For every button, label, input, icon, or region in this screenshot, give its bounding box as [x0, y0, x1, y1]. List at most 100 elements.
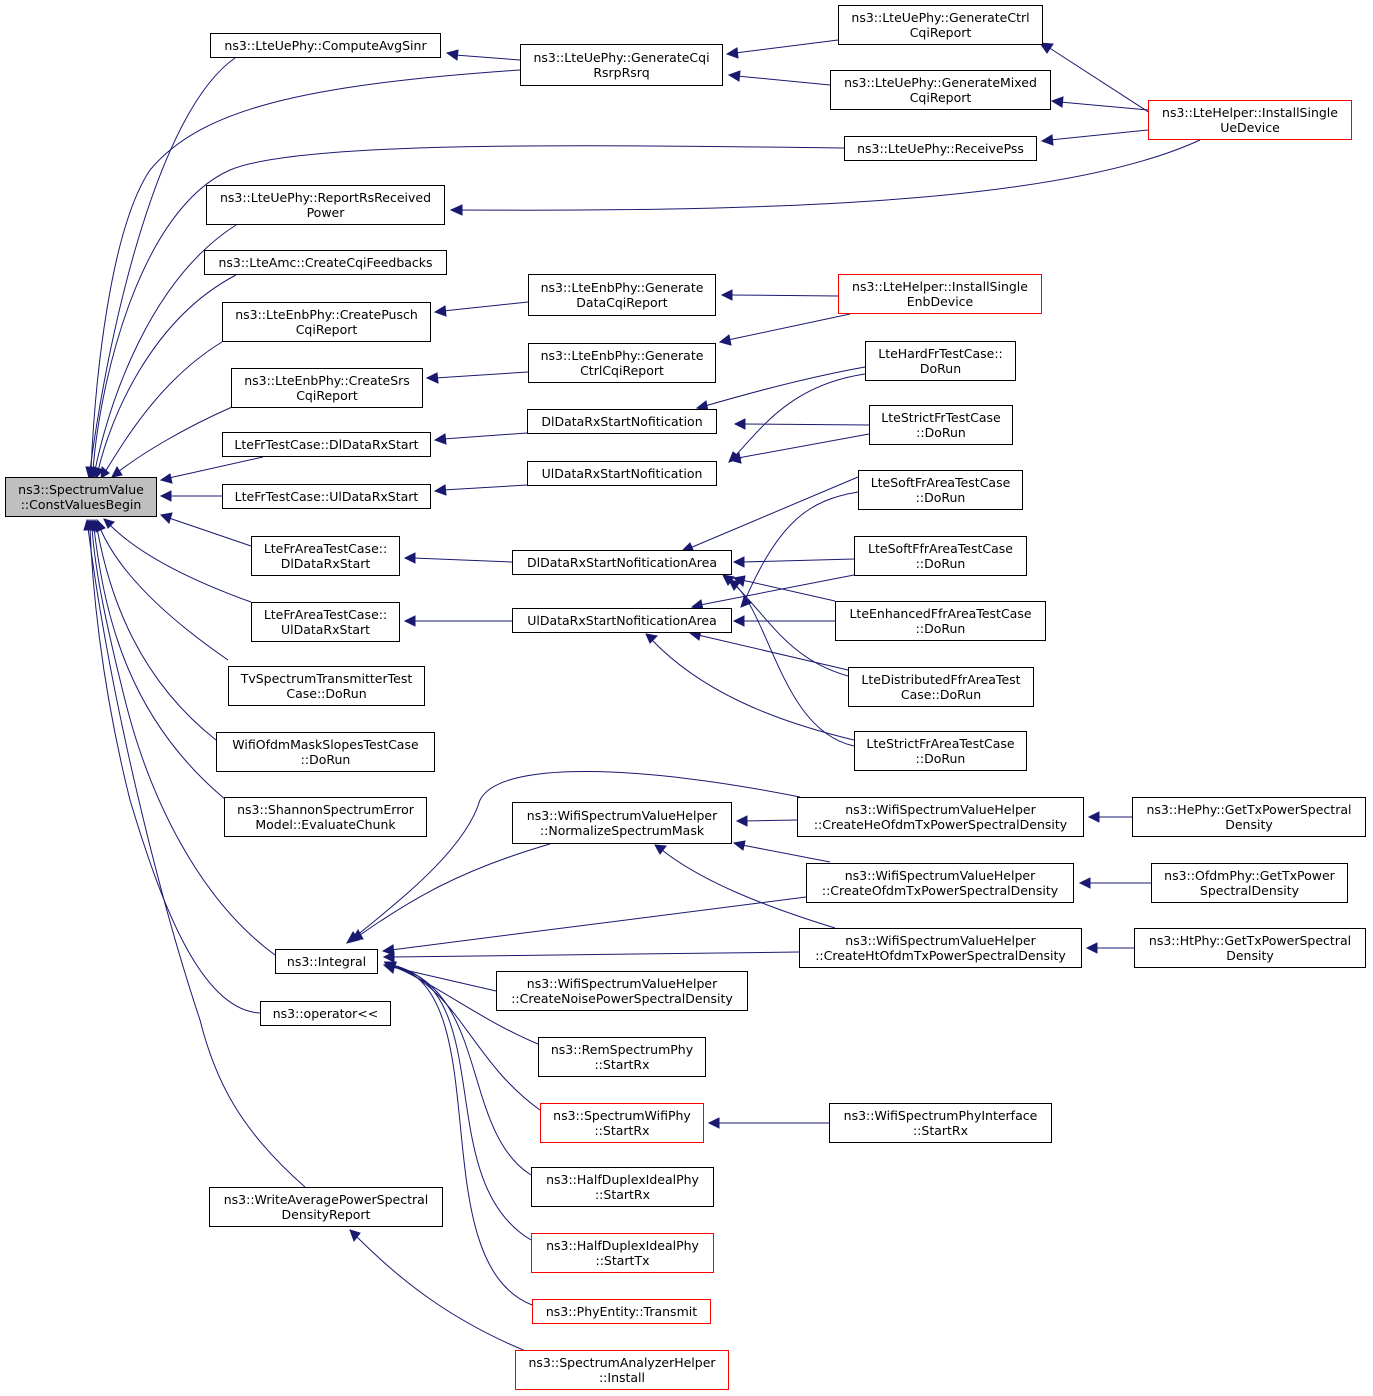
- function-node[interactable]: UlDataRxStartNofitication: [527, 461, 717, 486]
- call-edge: [412, 557, 513, 563]
- function-node[interactable]: LteHardFrTestCase:: DoRun: [865, 341, 1016, 381]
- function-node[interactable]: DlDataRxStartNofitication: [527, 409, 717, 434]
- arrowhead-icon: [100, 465, 110, 479]
- call-edge: [741, 579, 836, 602]
- call-edge: [727, 313, 851, 341]
- arrowhead-icon: [111, 465, 123, 478]
- function-node[interactable]: ns3::WifiSpectrumValueHelper ::CreateNoi…: [496, 971, 748, 1011]
- call-edge: [689, 476, 859, 549]
- arrowhead-icon: [433, 484, 447, 496]
- call-edge: [109, 524, 252, 603]
- function-node[interactable]: LteFrAreaTestCase:: UlDataRxStart: [251, 602, 400, 642]
- function-node[interactable]: ns3::HalfDuplexIdealPhy ::StartTx: [531, 1233, 714, 1273]
- function-node[interactable]: ns3::LteHelper::InstallSingle EnbDevice: [838, 274, 1042, 314]
- function-node[interactable]: ns3::LteEnbPhy::Generate DataCqiReport: [528, 274, 716, 316]
- call-edge: [90, 69, 521, 471]
- function-node[interactable]: LteEnhancedFfrAreaTestCase ::DoRun: [835, 601, 1046, 641]
- call-edge: [661, 849, 836, 929]
- function-node[interactable]: ns3::RemSpectrumPhy ::StartRx: [538, 1037, 706, 1077]
- arrowhead-icon: [83, 518, 93, 531]
- arrowhead-icon: [707, 1117, 720, 1129]
- function-node[interactable]: ns3::LteUePhy::GenerateCtrl CqiReport: [838, 5, 1043, 45]
- call-edge: [89, 57, 236, 471]
- function-node[interactable]: ns3::WifiSpectrumValueHelper ::CreateHtO…: [799, 928, 1082, 968]
- call-edge: [96, 527, 217, 741]
- call-edge: [442, 301, 529, 312]
- function-node[interactable]: TvSpectrumTransmitterTest Case::DoRun: [228, 666, 425, 706]
- call-edge: [704, 366, 866, 407]
- function-node[interactable]: LteSoftFfrAreaTestCase ::DoRun: [854, 536, 1027, 576]
- function-node[interactable]: ns3::LteUePhy::GenerateMixed CqiReport: [830, 70, 1051, 110]
- function-node[interactable]: ns3::LteEnbPhy::CreateSrs CqiReport: [231, 368, 423, 408]
- call-edge: [91, 527, 276, 956]
- call-edge: [391, 964, 533, 1306]
- function-node[interactable]: ns3::ShannonSpectrumError Model::Evaluat…: [224, 797, 427, 837]
- function-node[interactable]: ns3::operator<<: [260, 1001, 391, 1026]
- function-node[interactable]: ns3::OfdmPhy::GetTxPower SpectralDensity: [1151, 863, 1348, 903]
- arrowhead-icon: [733, 418, 746, 430]
- function-node[interactable]: ns3::LteEnbPhy::CreatePusch CqiReport: [222, 302, 431, 342]
- call-edge: [734, 584, 849, 677]
- call-edge: [459, 139, 1201, 211]
- arrowhead-icon: [159, 512, 173, 524]
- arrowhead-icon: [728, 451, 743, 463]
- function-node[interactable]: DlDataRxStartNofiticationArea: [512, 550, 732, 575]
- function-node[interactable]: ns3::HalfDuplexIdealPhy ::StartRx: [531, 1167, 714, 1207]
- function-node[interactable]: WifiOfdmMaskSlopesTestCase ::DoRun: [216, 732, 435, 772]
- call-edge: [355, 1235, 529, 1353]
- arrowhead-icon: [433, 305, 447, 317]
- function-node[interactable]: ns3::WifiSpectrumValueHelper ::CreateHeO…: [797, 797, 1084, 837]
- function-node[interactable]: ns3::LteUePhy::ComputeAvgSinr: [210, 33, 441, 58]
- call-edge: [168, 517, 252, 547]
- arrowhead-icon: [425, 372, 439, 384]
- function-node[interactable]: ns3::WifiSpectrumValueHelper ::CreateOfd…: [806, 863, 1074, 903]
- function-node[interactable]: ns3::WifiSpectrumPhyInterface ::StartRx: [829, 1103, 1052, 1143]
- arrowhead-icon: [727, 70, 741, 82]
- arrowhead-icon: [645, 633, 659, 644]
- call-edge: [697, 634, 849, 671]
- function-node[interactable]: ns3::LteUePhy::ReceivePss: [844, 136, 1037, 161]
- arrowhead-icon: [381, 944, 395, 956]
- call-edge: [92, 145, 845, 471]
- arrowhead-icon: [403, 615, 416, 627]
- function-node[interactable]: LteSoftFrAreaTestCase ::DoRun: [858, 470, 1023, 510]
- call-edge: [97, 274, 237, 472]
- function-node[interactable]: ns3::LteEnbPhy::Generate CtrlCqiReport: [528, 343, 716, 383]
- function-node[interactable]: LteFrTestCase::DlDataRxStart: [222, 432, 431, 457]
- arrowhead-icon: [433, 433, 447, 445]
- function-node[interactable]: ns3::Integral: [275, 949, 378, 974]
- function-node[interactable]: ns3::LteHelper::InstallSingle UeDevice: [1148, 100, 1352, 140]
- arrowhead-icon: [735, 815, 748, 827]
- arrowhead-icon: [725, 47, 739, 59]
- call-edge: [1049, 129, 1149, 141]
- function-node[interactable]: LteDistributedFfrAreaTest Case::DoRun: [848, 667, 1034, 707]
- function-node[interactable]: ns3::LteUePhy::GenerateCqi RsrpRsrq: [520, 44, 723, 86]
- edge-layer: [83, 39, 1201, 1353]
- call-edge: [736, 75, 831, 86]
- arrowhead-icon: [1078, 877, 1091, 889]
- function-node[interactable]: ns3::PhyEntity::Transmit: [532, 1299, 711, 1324]
- function-node[interactable]: ns3::WriteAveragePowerSpectral DensityRe…: [209, 1187, 443, 1227]
- function-node[interactable]: LteStrictFrTestCase ::DoRun: [869, 405, 1013, 445]
- call-edge: [729, 294, 839, 297]
- function-node[interactable]: ns3::SpectrumWifiPhy ::StartRx: [540, 1103, 704, 1143]
- function-node[interactable]: UlDataRxStartNofiticationArea: [512, 608, 732, 633]
- arrowhead-icon: [1085, 942, 1098, 954]
- call-edge: [729, 579, 855, 747]
- function-node[interactable]: ns3::HtPhy::GetTxPowerSpectral Density: [1134, 928, 1366, 968]
- call-edge: [434, 371, 529, 379]
- arrowhead-icon: [445, 49, 459, 61]
- function-node[interactable]: LteStrictFrAreaTestCase ::DoRun: [854, 731, 1027, 771]
- function-node[interactable]: ns3::SpectrumAnalyzerHelper ::Install: [515, 1350, 729, 1390]
- call-edge: [391, 964, 532, 1241]
- call-edge: [359, 843, 551, 936]
- function-node[interactable]: LteFrTestCase::UlDataRxStart: [222, 484, 431, 509]
- call-edge: [99, 527, 229, 661]
- function-node[interactable]: ns3::HePhy::GetTxPowerSpectral Density: [1132, 797, 1366, 837]
- call-edge: [442, 484, 528, 491]
- function-node[interactable]: ns3::LteAmc::CreateCqiFeedbacks: [204, 250, 447, 275]
- function-node[interactable]: ns3::WifiSpectrumValueHelper ::Normalize…: [512, 802, 732, 844]
- function-node[interactable]: ns3::LteUePhy::ReportRsReceived Power: [206, 185, 445, 225]
- function-node[interactable]: LteFrAreaTestCase:: DlDataRxStart: [251, 536, 400, 576]
